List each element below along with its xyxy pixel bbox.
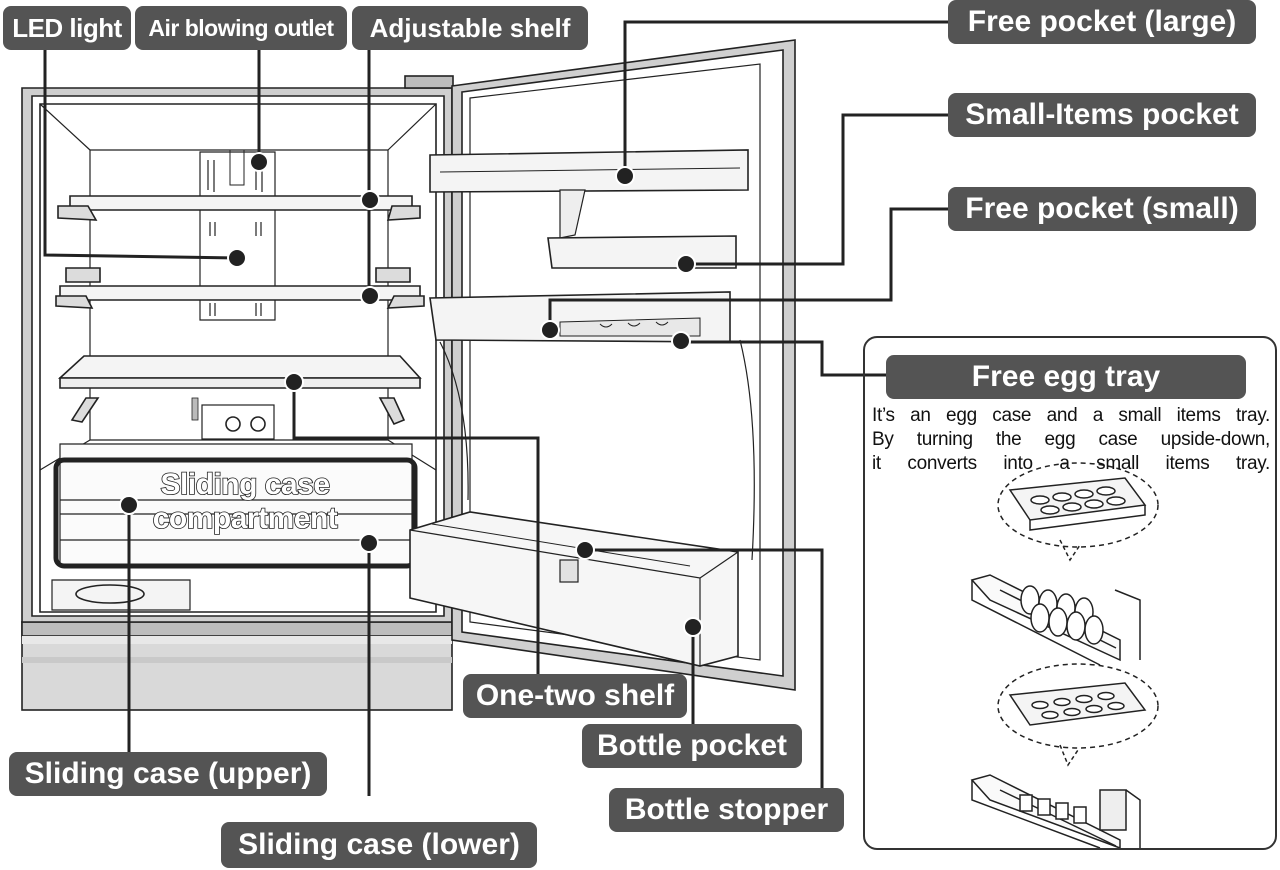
label-bottle-stopper: Bottle stopper	[609, 788, 844, 832]
bottle-stopper-drawing	[559, 559, 579, 583]
fridge-door	[409, 39, 796, 691]
label-sliding-case-compartment: Sliding case compartment	[120, 467, 370, 536]
dot-bottle-stopper	[575, 540, 595, 560]
egg-tray-description-line2: By turning the egg case upside-down,	[872, 429, 1270, 450]
egg-tray-description: It’s an egg case and a small items tray.…	[872, 404, 1270, 476]
label-air-blowing-outlet: Air blowing outlet	[135, 6, 347, 50]
label-bottle-pocket: Bottle pocket	[582, 724, 802, 768]
label-free-pocket-small: Free pocket (small)	[948, 187, 1256, 231]
label-free-pocket-large: Free pocket (large)	[948, 0, 1256, 44]
egg-tray-description-line3: it converts into a small items tray.	[872, 453, 1270, 474]
dot-led-light	[227, 248, 247, 268]
dot-shelf-middle	[360, 286, 380, 306]
dot-shelf-top	[360, 190, 380, 210]
label-sliding-case-upper: Sliding case (upper)	[9, 752, 327, 796]
leader-lines	[43, 20, 948, 796]
dot-sliding-upper	[119, 495, 139, 515]
dot-bottle-pocket	[683, 617, 703, 637]
egg-tray-info-panel	[863, 336, 1277, 850]
label-adjustable-shelf: Adjustable shelf	[352, 6, 588, 50]
egg-tray-illustration-top	[970, 462, 1159, 666]
label-small-items-pocket: Small-Items pocket	[948, 93, 1256, 137]
adjustable-shelf-middle	[55, 267, 425, 309]
dot-one-two-shelf	[284, 372, 304, 392]
egg-tray-illustration-bottom	[970, 663, 1159, 850]
label-free-egg-tray: Free egg tray	[886, 355, 1246, 399]
egg-tray-description-line1: It’s an egg case and a small items tray.	[872, 405, 1270, 426]
leader-dots	[119, 152, 703, 637]
sliding-case-compartment-line1: Sliding case	[160, 467, 331, 502]
dot-free-pocket-large	[615, 166, 635, 186]
sliding-case-compartment-line2: compartment	[152, 501, 339, 536]
dot-small-items-pocket	[676, 254, 696, 274]
free-pocket-large-drawing	[429, 149, 749, 193]
label-one-two-shelf: One-two shelf	[463, 674, 687, 718]
label-sliding-case-lower: Sliding case (lower)	[221, 822, 537, 868]
dot-sliding-lower	[359, 533, 379, 553]
one-two-shelf-drawing	[57, 355, 422, 426]
adjustable-shelf-top	[57, 195, 421, 221]
fridge-body	[21, 75, 454, 711]
sliding-case-compartment-box	[53, 457, 418, 569]
label-led-light: LED light	[3, 6, 131, 50]
dot-free-egg-tray	[671, 331, 691, 351]
dot-air-outlet	[249, 152, 269, 172]
dot-free-pocket-small	[540, 320, 560, 340]
